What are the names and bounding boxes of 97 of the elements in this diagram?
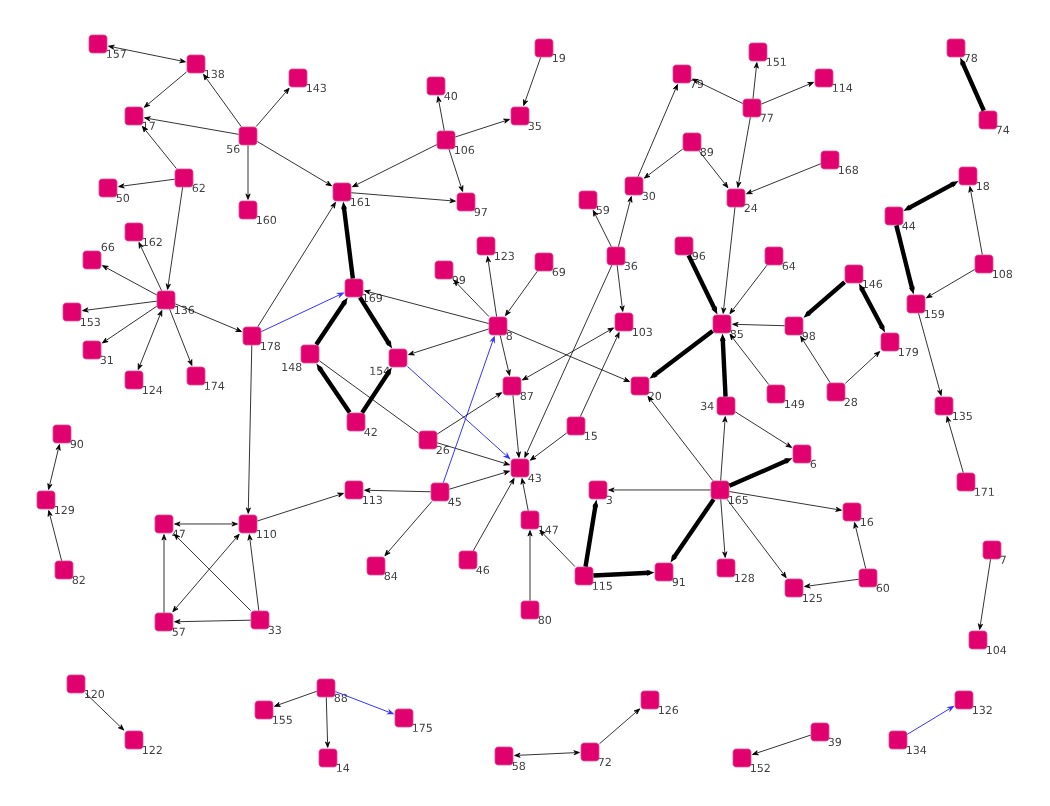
arrow bbox=[364, 289, 489, 324]
arrow bbox=[47, 444, 61, 490]
arrow bbox=[507, 329, 630, 382]
arrow bbox=[436, 96, 445, 131]
arrow bbox=[800, 335, 831, 383]
arrow bbox=[599, 708, 641, 745]
arrow bbox=[257, 492, 344, 522]
arrow bbox=[721, 207, 736, 314]
arrow bbox=[946, 416, 964, 473]
arrow bbox=[257, 141, 333, 187]
arrow bbox=[143, 71, 187, 108]
arrow bbox=[453, 279, 490, 317]
arrow bbox=[161, 534, 167, 613]
arrow bbox=[618, 196, 633, 247]
arrow bbox=[729, 333, 770, 385]
arrow bbox=[720, 416, 728, 481]
arrow bbox=[144, 116, 239, 135]
arrow bbox=[138, 242, 162, 291]
arrow bbox=[732, 321, 785, 327]
arrow bbox=[173, 533, 251, 611]
arrow bbox=[523, 57, 542, 106]
arrow bbox=[437, 392, 503, 435]
arrow bbox=[512, 395, 521, 458]
arrow bbox=[692, 78, 743, 104]
arrow bbox=[853, 522, 867, 569]
arrow bbox=[203, 73, 242, 127]
arrow bbox=[247, 534, 260, 611]
arrow bbox=[637, 84, 678, 177]
arrow bbox=[906, 705, 954, 735]
arrow bbox=[274, 690, 317, 707]
arrow bbox=[245, 145, 251, 200]
arrow bbox=[926, 269, 975, 299]
arrow bbox=[720, 499, 728, 558]
arrow bbox=[505, 271, 538, 317]
arrow bbox=[47, 510, 62, 561]
arrow bbox=[102, 265, 157, 296]
arrow bbox=[406, 365, 511, 460]
arrow bbox=[485, 256, 497, 317]
arrow bbox=[137, 310, 163, 370]
arrow bbox=[520, 478, 529, 511]
arrow bbox=[918, 313, 943, 396]
arrow bbox=[522, 327, 614, 381]
arrow bbox=[352, 144, 437, 188]
arrow bbox=[437, 442, 510, 466]
arrow bbox=[699, 151, 729, 189]
arrow bbox=[726, 499, 787, 579]
arrow bbox=[608, 487, 711, 493]
arrow bbox=[455, 118, 510, 138]
arrow bbox=[364, 487, 431, 493]
arrow bbox=[108, 44, 186, 64]
arrow bbox=[472, 478, 515, 551]
arrow bbox=[82, 300, 157, 313]
arrow bbox=[539, 529, 576, 567]
arrow bbox=[579, 332, 620, 417]
arrow bbox=[174, 619, 251, 625]
arrow bbox=[752, 62, 759, 99]
arrow bbox=[334, 691, 394, 715]
arrow bbox=[169, 309, 193, 366]
arrow bbox=[592, 210, 612, 247]
arrow bbox=[729, 491, 842, 512]
arrow bbox=[141, 125, 177, 169]
arrow bbox=[978, 559, 991, 630]
arrow bbox=[325, 697, 331, 748]
arrow bbox=[752, 734, 811, 756]
arrow bbox=[647, 395, 714, 481]
arrow bbox=[729, 265, 768, 315]
arrow bbox=[172, 533, 240, 613]
arrow bbox=[968, 186, 983, 255]
arrow bbox=[408, 328, 489, 356]
arrow bbox=[165, 187, 183, 290]
arrow bbox=[736, 117, 751, 188]
arrow bbox=[527, 530, 533, 601]
arrow bbox=[514, 750, 580, 758]
arrow bbox=[746, 163, 821, 195]
arrow bbox=[804, 578, 859, 589]
arrow bbox=[524, 265, 613, 458]
arrow bbox=[351, 192, 456, 204]
arrow bbox=[118, 178, 175, 189]
arrow bbox=[735, 411, 793, 448]
arrow bbox=[384, 501, 433, 557]
arrow bbox=[245, 345, 253, 514]
arrow bbox=[257, 201, 336, 327]
arrow bbox=[175, 303, 242, 332]
arrow bbox=[761, 81, 814, 105]
arrow bbox=[174, 521, 238, 527]
arrow bbox=[255, 87, 290, 127]
arrow bbox=[101, 305, 157, 344]
arrow bbox=[85, 692, 125, 731]
arrow bbox=[442, 336, 495, 484]
arrow bbox=[499, 335, 511, 376]
arrow bbox=[845, 351, 881, 384]
arrow bbox=[616, 265, 625, 312]
arrow bbox=[449, 470, 510, 490]
arrow bbox=[529, 432, 567, 461]
arrow bbox=[260, 292, 344, 333]
arrow bbox=[643, 148, 683, 179]
arrow bbox=[448, 149, 464, 192]
